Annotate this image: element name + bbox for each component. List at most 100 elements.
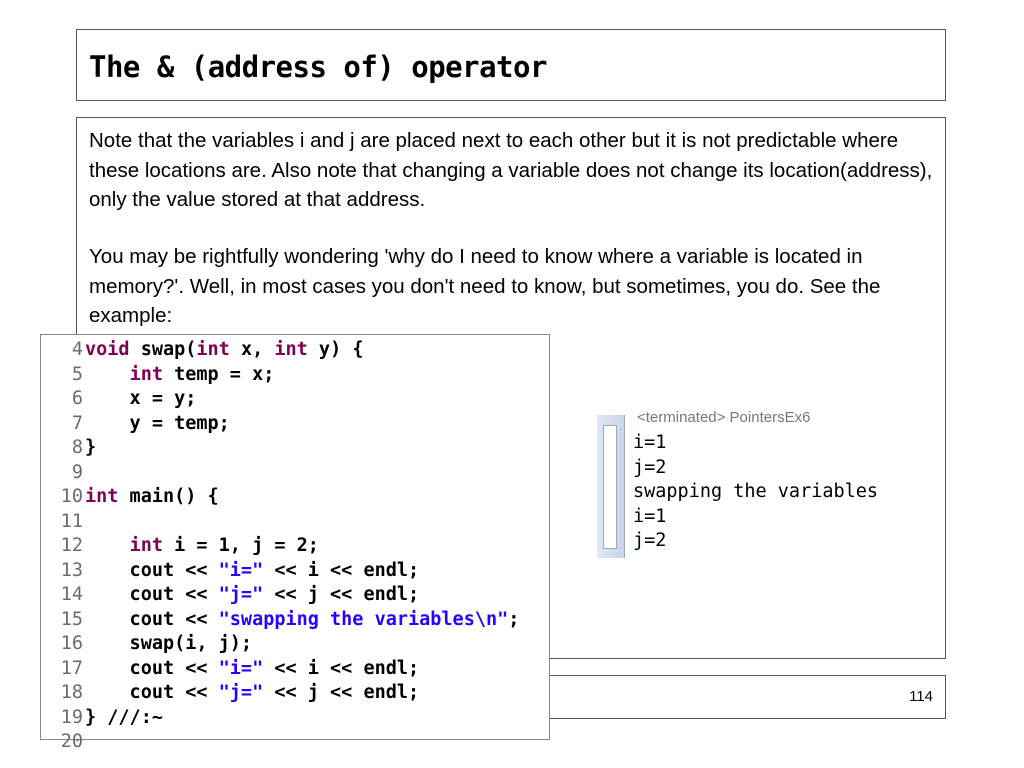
- slide-title: The & (address of) operator: [89, 50, 547, 84]
- code-token: x = y;: [85, 388, 197, 409]
- code-token: cout <<: [85, 657, 219, 679]
- code-line: 15 cout << "swapping the variables\n";: [41, 608, 520, 633]
- code-line: 11: [41, 510, 519, 535]
- line-number: 13: [60, 559, 83, 581]
- code-token: } ///:~: [85, 706, 163, 728]
- code-text: swap(i, j);: [85, 632, 253, 657]
- code-line: 9: [41, 461, 519, 486]
- console-scrollbar[interactable]: [597, 415, 625, 558]
- code-line: 19} ///:~: [41, 706, 519, 731]
- line-number: 4: [71, 339, 83, 360]
- console-line: swapping the variables: [633, 481, 879, 502]
- code-line: 8}: [41, 436, 519, 461]
- code-line: 6 x = y;: [41, 387, 519, 412]
- code-keyword: int: [129, 363, 163, 385]
- code-token: << j << endl;: [263, 682, 420, 703]
- line-number: 11: [60, 510, 83, 532]
- line-number: 19: [60, 706, 83, 728]
- code-string: "j=": [218, 682, 264, 703]
- line-number: 6: [71, 388, 83, 409]
- body-box: Note that the variables i and j are plac…: [76, 117, 946, 659]
- paragraph-1: Note that the variables i and j are plac…: [89, 129, 933, 211]
- code-token: cout <<: [85, 559, 219, 581]
- code-text: int i = 1, j = 2;: [85, 534, 319, 559]
- code-line: 18 cout << "j=" << j << endl;: [41, 681, 519, 706]
- code-text: x = y;: [85, 387, 197, 412]
- code-text: cout << "j=" << j << endl;: [85, 583, 420, 608]
- line-number: 17: [60, 657, 83, 679]
- console-line: i=1: [633, 505, 667, 527]
- line-number: 16: [60, 633, 83, 654]
- code-keyword: int: [196, 339, 230, 360]
- code-token: x,: [229, 339, 275, 360]
- code-text: cout << "swapping the variables\n";: [85, 608, 520, 633]
- code-keyword: int: [129, 535, 163, 556]
- line-number: 14: [60, 584, 83, 605]
- code-token: y = temp;: [85, 412, 230, 434]
- line-number: 18: [60, 682, 83, 703]
- console-scroll-thumb[interactable]: [603, 425, 617, 549]
- code-line: 16 swap(i, j);: [41, 632, 519, 657]
- code-token: temp = x;: [162, 363, 275, 385]
- code-token: << i << endl;: [263, 559, 420, 581]
- line-number: 12: [60, 535, 83, 556]
- code-text: }: [85, 436, 96, 461]
- code-keyword: int: [274, 339, 308, 360]
- code-line: 7 y = temp;: [41, 412, 519, 437]
- console-line: i=1: [633, 432, 667, 453]
- code-text: int temp = x;: [85, 363, 275, 388]
- line-number: 8: [71, 437, 83, 458]
- line-number: 20: [60, 731, 83, 752]
- code-token: i = 1, j = 2;: [162, 535, 319, 556]
- code-keyword: void: [85, 339, 130, 360]
- code-line: 12 int i = 1, j = 2;: [41, 534, 519, 559]
- code-text: cout << "i=" << i << endl;: [85, 559, 420, 584]
- code-token: cout <<: [85, 584, 219, 605]
- line-number: 7: [71, 412, 83, 434]
- code-token: ;: [508, 608, 520, 630]
- code-string: "i=": [218, 559, 264, 581]
- code-text: cout << "i=" << i << endl;: [85, 657, 420, 682]
- code-line: 14 cout << "j=" << j << endl;: [41, 583, 519, 608]
- code-string: "i=": [218, 657, 264, 679]
- code-text: void swap(int x, int y) {: [85, 338, 364, 363]
- line-number: 10: [60, 486, 83, 507]
- code-token: cout <<: [85, 682, 219, 703]
- code-line: 17 cout << "i=" << i << endl;: [41, 657, 519, 682]
- code-token: main() {: [118, 486, 219, 507]
- code-string: "j=": [218, 584, 264, 605]
- line-number: 5: [71, 363, 83, 385]
- code-text: y = temp;: [85, 412, 230, 437]
- code-token: [85, 364, 130, 385]
- code-text: cout << "j=" << j << endl;: [85, 681, 420, 706]
- code-token: << j << endl;: [263, 584, 420, 605]
- code-string: "swapping the variables\n": [218, 608, 509, 630]
- paragraph-2: You may be rightfully wondering 'why do …: [89, 245, 881, 327]
- code-line: 20: [41, 730, 519, 755]
- code-token: cout <<: [85, 608, 219, 630]
- console-line: j=2: [633, 456, 667, 478]
- code-token: << i << endl;: [263, 657, 420, 679]
- code-token: swap(i, j);: [85, 633, 253, 654]
- code-line: 5 int temp = x;: [41, 363, 519, 388]
- code-token: y) {: [307, 339, 364, 360]
- code-line: 13 cout << "i=" << i << endl;: [41, 559, 519, 584]
- code-text: int main() {: [85, 485, 219, 510]
- line-number: 15: [60, 608, 83, 630]
- footer-box: 114: [544, 675, 946, 719]
- console-header: <terminated> PointersEx6: [637, 409, 811, 426]
- console-output-panel: <terminated> PointersEx6 i=1 j=2 swapping …: [597, 409, 920, 558]
- code-token: }: [85, 437, 97, 458]
- code-token: swap(: [129, 339, 197, 360]
- code-text: } ///:~: [85, 706, 163, 731]
- code-token: [85, 535, 130, 556]
- code-keyword: int: [85, 486, 119, 507]
- line-number: 9: [71, 461, 83, 483]
- page-number: 114: [909, 688, 933, 705]
- title-box: The & (address of) operator: [76, 29, 946, 101]
